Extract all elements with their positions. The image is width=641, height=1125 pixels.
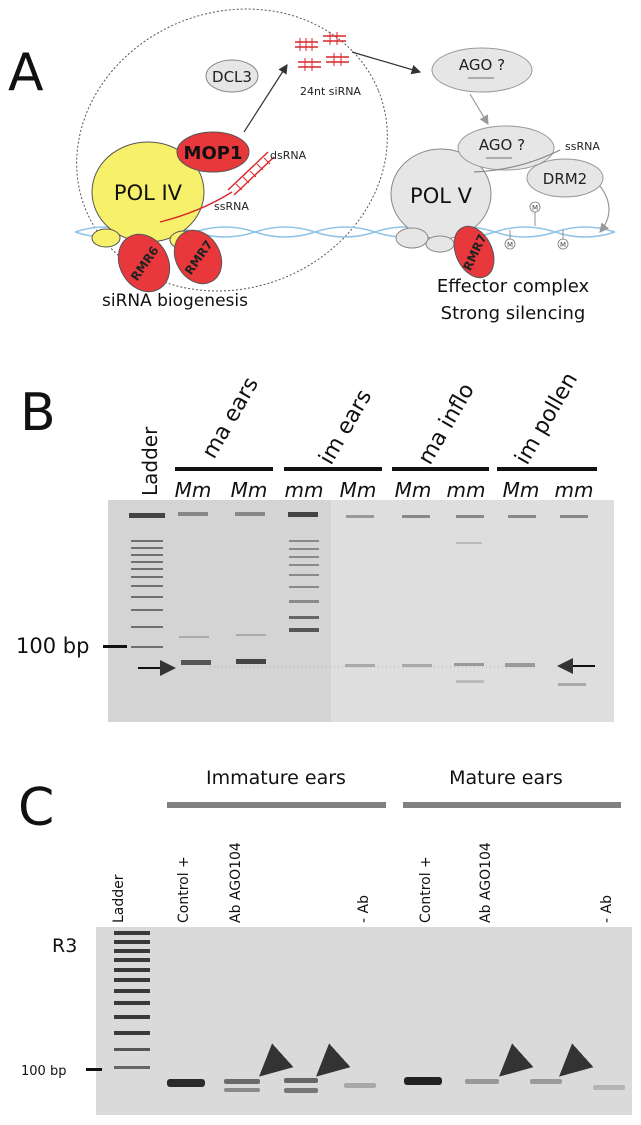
well-bands-b	[178, 512, 588, 518]
group-label-im-ears: im ears	[315, 385, 378, 469]
rmr6-protein	[117, 233, 171, 293]
ssrna-right-strand	[473, 149, 561, 173]
sirna-label: 24nt siRNA	[300, 85, 361, 98]
lane-label-6: - Ab	[599, 895, 615, 923]
ladder-label-b: Ladder	[138, 426, 162, 496]
biogenesis-label: siRNA biogenesis	[102, 291, 248, 311]
ssrna-left-label: ssRNA	[214, 200, 249, 213]
panel-b: B Ladder ma ears im ears ma inflo im pol…	[16, 368, 614, 722]
arrow-to-sirna	[243, 63, 288, 133]
ssrna-right-label: ssRNA	[565, 140, 600, 153]
arrow-c-4	[559, 1043, 594, 1077]
panel-a: A DCL3 24nt siRNA	[8, 8, 616, 324]
ago-mid-protein	[457, 125, 555, 171]
lane-label-5: Ab AGO104	[478, 842, 494, 923]
pol-iv-foot-left	[91, 228, 121, 248]
ago-top-label: AGO ?	[459, 56, 505, 74]
genotype-1: Mm	[175, 478, 212, 502]
lane-label-1: Control +	[176, 856, 192, 923]
arrow-c-1	[259, 1043, 294, 1077]
ssrna-strand-left	[159, 191, 233, 223]
pol-v-label: POL V	[410, 184, 473, 208]
dcl3-label: DCL3	[212, 68, 252, 86]
bar-ma-inflo	[392, 467, 489, 471]
lane-label-2: Ab AGO104	[228, 842, 244, 923]
group-label-im-pollen: im pollen	[511, 368, 583, 469]
methyl-mark-3: M	[560, 241, 566, 249]
sirna-duplexes	[295, 32, 349, 71]
lane-label-3: - Ab	[356, 895, 372, 923]
group-label-ma-ears: ma ears	[198, 373, 264, 463]
genotype-7: Mm	[503, 478, 540, 502]
group-mature-label: Mature ears	[449, 767, 563, 789]
dcl3-protein	[205, 59, 259, 93]
arrow-drm2	[599, 185, 610, 233]
effector-line-2: Strong silencing	[441, 303, 586, 324]
drm2-label: DRM2	[543, 170, 587, 188]
group-label-ma-inflo: ma inflo	[414, 379, 480, 469]
row-label-r3: R3	[52, 935, 77, 957]
pol-v-foot-mid	[425, 235, 455, 253]
genotype-4: Mm	[340, 478, 377, 502]
pol-v-foot-left	[395, 227, 429, 249]
mop1-label: MOP1	[184, 143, 243, 164]
bar-im-ears	[284, 467, 382, 471]
pol-iv-label: POL IV	[114, 181, 183, 205]
methyl-mark-1: M	[532, 204, 538, 212]
genotype-8: mm	[555, 478, 594, 502]
group-immature-label: Immature ears	[206, 767, 346, 789]
panel-c: C Immature ears Mature ears Ladder Contr…	[18, 767, 632, 1115]
methyl-mark-2: M	[507, 241, 513, 249]
biogenesis-ellipse	[76, 8, 388, 292]
genotype-6: mm	[447, 478, 486, 502]
lane-label-4: Control +	[418, 856, 434, 923]
panel-c-letter: C	[18, 778, 54, 838]
ago-top-protein	[431, 47, 533, 93]
size-marker-c: 100 bp	[21, 1064, 66, 1079]
ladder-label-c: Ladder	[111, 874, 127, 923]
drm2-protein	[526, 158, 604, 198]
dsrna-label: dsRNA	[270, 149, 307, 162]
size-tick-b	[103, 645, 127, 648]
bar-im-pollen	[497, 467, 597, 471]
gel-b-right	[331, 500, 614, 722]
panel-a-letter: A	[8, 43, 44, 103]
product-bands-c	[167, 1077, 625, 1093]
product-bands-b	[179, 542, 586, 686]
methyl-marks	[504, 201, 569, 250]
ladder-bands-c	[114, 931, 150, 1069]
bar-ma-ears	[175, 467, 273, 471]
rmr7-left-protein	[173, 229, 223, 285]
genotype-2: Mm	[231, 478, 268, 502]
bar-mature	[403, 802, 621, 808]
arrow-c-2	[316, 1043, 351, 1077]
mop1-protein	[176, 131, 250, 173]
arrow-c-3	[499, 1043, 534, 1077]
arrow-to-ago	[351, 51, 422, 75]
panel-b-letter: B	[20, 383, 56, 443]
effector-line-1: Effector complex	[437, 276, 590, 297]
ladder-bands-b	[129, 513, 165, 648]
bar-immature	[167, 802, 386, 808]
genotype-3: mm	[285, 478, 324, 502]
size-marker-b: 100 bp	[16, 634, 89, 658]
smear-mm-lane	[289, 540, 319, 632]
rmr7-right-protein	[453, 225, 495, 279]
arrow-ago-down	[469, 93, 489, 126]
genotype-5: Mm	[395, 478, 432, 502]
ago-mid-label: AGO ?	[479, 136, 525, 154]
size-tick-c	[86, 1068, 102, 1071]
dsrna-strand	[227, 151, 275, 196]
